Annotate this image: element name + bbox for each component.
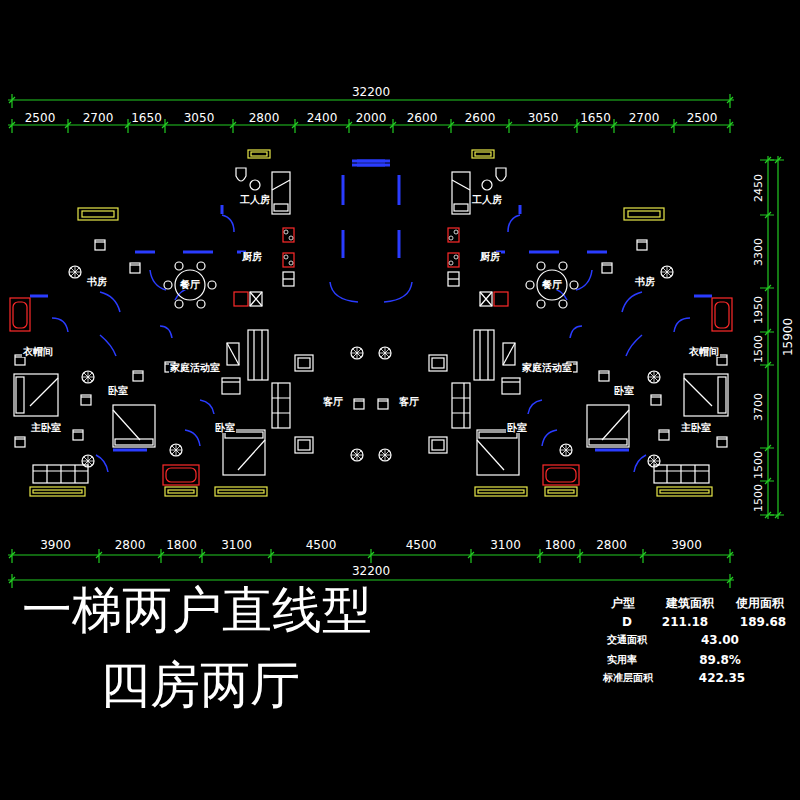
room-label: 工人房 <box>239 195 271 205</box>
table-cell: 户型 <box>610 597 636 609</box>
dimension-number: 3300 <box>753 237 764 267</box>
dimension-number: 2700 <box>628 112 661 124</box>
room-label: 厨房 <box>479 252 501 262</box>
dimension-number: 3900 <box>670 539 703 551</box>
table-cell: 实用率 <box>606 655 638 665</box>
table-cell: 建筑面积 <box>665 597 715 609</box>
room-label: 衣帽间 <box>688 347 720 357</box>
dimension-number: 4500 <box>405 539 438 551</box>
room-label: 主卧室 <box>680 423 712 433</box>
table-cell: 交通面积 <box>606 635 648 645</box>
dimension-number: 2600 <box>464 112 497 124</box>
dimension-number: 2450 <box>753 173 764 203</box>
dimension-number: 2000 <box>355 112 388 124</box>
table-cell: 422.35 <box>698 672 746 684</box>
room-label: 卧室 <box>506 423 528 433</box>
dimension-number: 2800 <box>114 539 147 551</box>
dimension-number: 4500 <box>305 539 338 551</box>
dimension-number: 3900 <box>39 539 72 551</box>
dimension-ticks <box>9 94 784 588</box>
dimension-number: 2400 <box>306 112 339 124</box>
room-label: 厨房 <box>241 252 263 262</box>
table-cell: 使用面积 <box>735 597 785 609</box>
dimension-number: 2800 <box>248 112 281 124</box>
room-label: 主卧室 <box>30 423 62 433</box>
room-label: 卧室 <box>214 423 236 433</box>
dimension-number: 3050 <box>183 112 216 124</box>
room-label: 书房 <box>634 277 656 287</box>
room-label: 餐厅 <box>541 280 563 290</box>
dimension-number: 3700 <box>753 392 764 422</box>
dimension-number: 1950 <box>753 295 764 325</box>
room-label: 家庭活动室 <box>169 363 221 373</box>
table-cell: 211.18 <box>661 616 709 628</box>
dimension-number: 1650 <box>130 112 163 124</box>
dimension-number: 3050 <box>527 112 560 124</box>
dimension-number: 1500 <box>753 334 764 364</box>
table-cell: 标准层面积 <box>602 673 654 683</box>
dimension-number: 2600 <box>406 112 439 124</box>
dimension-number: 1650 <box>579 112 612 124</box>
dimension-lines <box>8 100 778 580</box>
dimension-number: 1800 <box>544 539 577 551</box>
dimension-number: 32200 <box>351 565 391 577</box>
table-cell: 89.8% <box>698 654 742 666</box>
room-label: 衣帽间 <box>22 347 54 357</box>
dimension-number: 2500 <box>24 112 57 124</box>
room-label: 卧室 <box>107 386 129 396</box>
table-cell: 189.68 <box>739 616 787 628</box>
dimension-number: 1500 <box>753 483 764 513</box>
dimension-number: 15900 <box>782 317 794 357</box>
room-label: 客厅 <box>322 397 344 407</box>
room-label: 客厅 <box>398 397 420 407</box>
dimension-number: 1800 <box>165 539 198 551</box>
dimension-number: 3100 <box>489 539 522 551</box>
unit-plan <box>10 150 385 496</box>
dimension-number: 3100 <box>220 539 253 551</box>
room-label: 家庭活动室 <box>521 363 573 373</box>
dimension-number: 2500 <box>686 112 719 124</box>
drawing-subtitle: 四房两厅 <box>99 660 301 710</box>
drawing-title: 一梯两户直线型 <box>21 585 373 635</box>
table-cell: D <box>621 616 633 628</box>
room-label: 工人房 <box>471 195 503 205</box>
room-label: 卧室 <box>613 386 635 396</box>
room-label: 书房 <box>86 277 108 287</box>
room-label: 餐厅 <box>179 280 201 290</box>
dimension-number: 1500 <box>753 450 764 480</box>
dimension-number: 32200 <box>351 86 391 98</box>
table-cell: 43.00 <box>700 634 740 646</box>
dimension-number: 2700 <box>82 112 115 124</box>
dimension-number: 2800 <box>595 539 628 551</box>
